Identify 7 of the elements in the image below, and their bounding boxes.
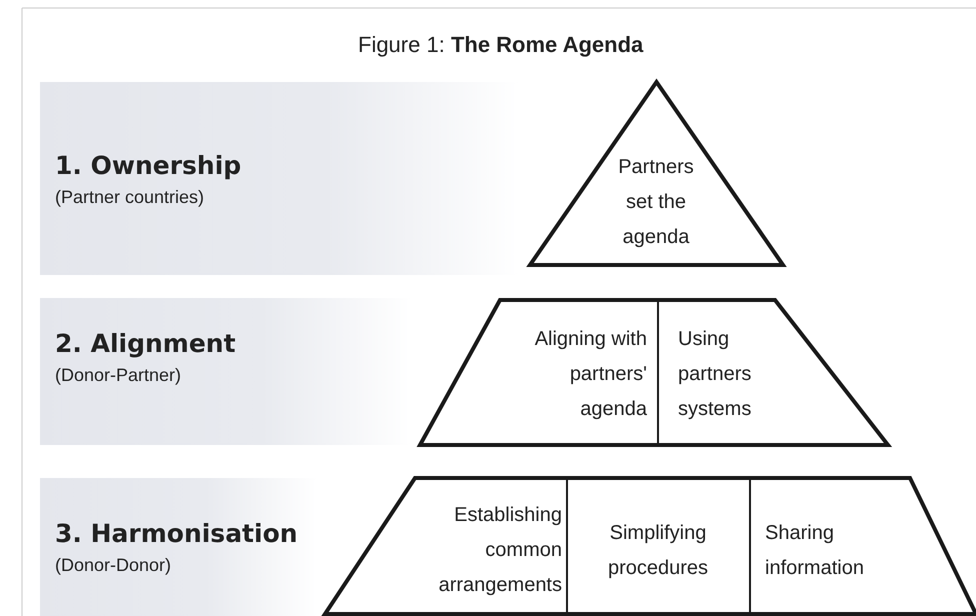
level-subtitle: (Donor-Donor) — [55, 554, 172, 577]
level-subtitle: (Partner countries) — [55, 186, 204, 209]
level-heading: 2. Alignment — [55, 328, 236, 360]
level-heading: 3. Harmonisation — [55, 518, 298, 550]
figure-title: Figure 1: The Rome Agenda — [358, 32, 644, 58]
level-subtitle: (Donor-Partner) — [55, 364, 182, 387]
level-heading: 1. Ownership — [55, 150, 242, 182]
